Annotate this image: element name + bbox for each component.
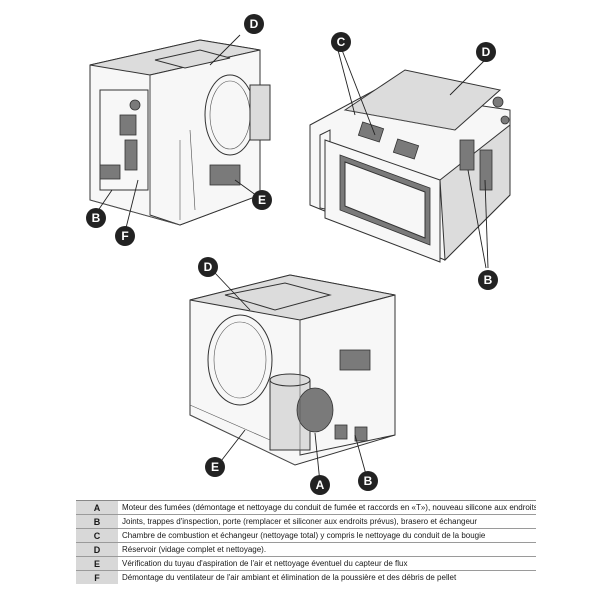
stove-drawing-front-open	[309, 49, 511, 269]
label-badge: B	[358, 471, 378, 491]
table-row: C Chambre de combustion et échangeur (ne…	[76, 528, 536, 543]
legend-description: Moteur des fumées (démontage et nettoyag…	[118, 500, 536, 515]
stove-diagram-top-right: C D B	[300, 30, 545, 290]
table-row: E Vérification du tuyau d'aspiration de …	[76, 556, 536, 571]
label-badge: B	[86, 208, 106, 228]
label-badge: B	[478, 270, 498, 290]
maintenance-legend-table: A Moteur des fumées (démontage et nettoy…	[76, 500, 536, 584]
legend-key: E	[76, 556, 118, 571]
stove-drawing-rear-open	[189, 272, 396, 484]
label-badge: D	[198, 257, 218, 277]
table-row: B Joints, trappes d'inspection, porte (r…	[76, 514, 536, 529]
stove-diagram-bottom: D E A B	[170, 255, 430, 495]
label-badge: C	[331, 32, 351, 52]
legend-description: Joints, trappes d'inspection, porte (rem…	[118, 514, 536, 529]
label-badge: E	[252, 190, 272, 210]
table-row: D Réservoir (vidage complet et nettoyage…	[76, 542, 536, 557]
legend-description: Réservoir (vidage complet et nettoyage).	[118, 542, 536, 557]
label-badge: D	[476, 42, 496, 62]
stove-drawing-side-open	[89, 34, 271, 233]
label-badge: D	[244, 14, 264, 34]
label-badge: F	[115, 226, 135, 246]
legend-description: Chambre de combustion et échangeur (nett…	[118, 528, 536, 543]
stove-diagram-top-left: D B F E	[60, 14, 310, 246]
legend-key: F	[76, 570, 118, 584]
label-badge: E	[205, 457, 225, 477]
legend-description: Vérification du tuyau d'aspiration de l'…	[118, 556, 536, 571]
legend-key: C	[76, 528, 118, 543]
label-badge: A	[310, 475, 330, 495]
table-row: F Démontage du ventilateur de l'air ambi…	[76, 570, 536, 584]
legend-key: B	[76, 514, 118, 529]
legend-key: A	[76, 500, 118, 515]
legend-description: Démontage du ventilateur de l'air ambian…	[118, 570, 536, 584]
table-row: A Moteur des fumées (démontage et nettoy…	[76, 500, 536, 515]
legend-key: D	[76, 542, 118, 557]
